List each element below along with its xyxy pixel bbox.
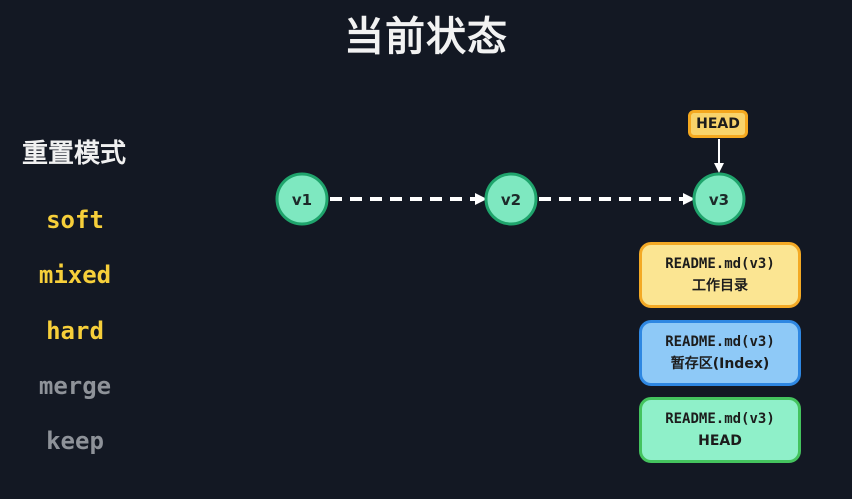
- commit-node-v2[interactable]: v2: [484, 172, 538, 226]
- commit-label-v2: v2: [501, 191, 521, 209]
- commit-label-v1: v1: [292, 191, 312, 209]
- head-pointer-tag: HEAD: [688, 110, 748, 138]
- staging-index-file: README.md(v3): [665, 334, 775, 350]
- staging-index-box: README.md(v3) 暂存区(Index): [639, 320, 801, 386]
- mode-merge[interactable]: merge: [38, 372, 112, 400]
- mode-mixed[interactable]: mixed: [38, 261, 112, 289]
- mode-hard[interactable]: hard: [46, 317, 104, 345]
- mode-soft[interactable]: soft: [46, 206, 104, 234]
- head-commit-box: README.md(v3) HEAD: [639, 397, 801, 463]
- commit-node-v3[interactable]: v3: [692, 172, 746, 226]
- commit-node-v1[interactable]: v1: [275, 172, 329, 226]
- page-title: 当前状态: [344, 14, 508, 60]
- mode-keep[interactable]: keep: [46, 427, 104, 455]
- commit-label-v3: v3: [709, 191, 729, 209]
- working-directory-file: README.md(v3): [665, 256, 775, 272]
- working-directory-box: README.md(v3) 工作目录: [639, 242, 801, 308]
- staging-index-label: 暂存区(Index): [670, 356, 770, 372]
- head-commit-file: README.md(v3): [665, 411, 775, 427]
- reset-modes-heading: 重置模式: [22, 139, 127, 169]
- head-commit-label: HEAD: [698, 433, 742, 449]
- working-directory-label: 工作目录: [692, 278, 748, 294]
